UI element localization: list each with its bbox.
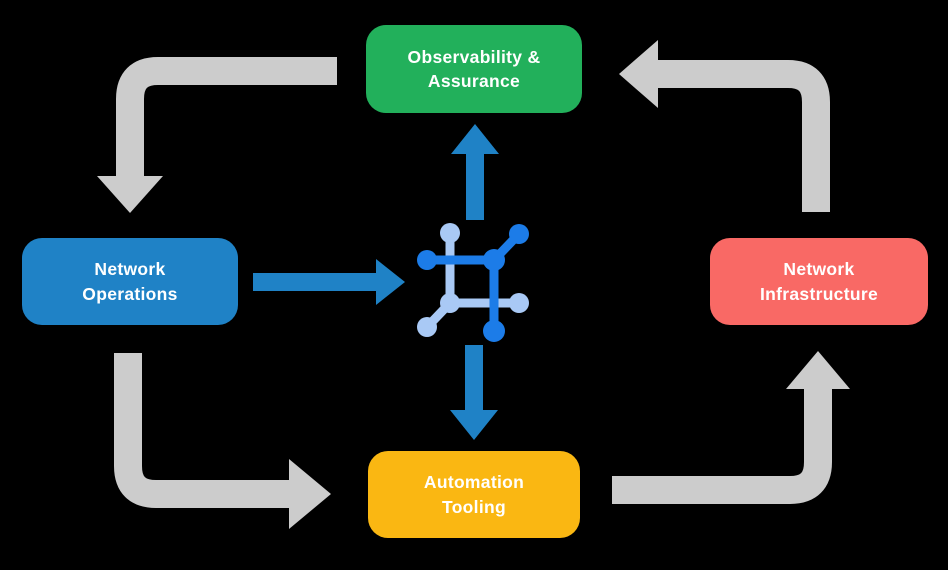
gray-arrow-observability-to-operations — [97, 57, 337, 213]
arrow-shaft — [116, 57, 337, 176]
icon-node-dot — [483, 249, 505, 271]
icon-node-dot — [440, 223, 460, 243]
node-label-line1: Observability & — [407, 46, 541, 67]
node-label-line1: Automation — [423, 472, 525, 492]
node-network-operations: Network Operations — [22, 238, 238, 325]
node-label-line1: Network — [94, 259, 166, 279]
arrow-head-up — [451, 124, 499, 154]
network-automation-icon — [417, 223, 529, 342]
arrow-head-left — [619, 40, 658, 108]
node-label-line2: Tooling — [442, 496, 506, 517]
node-network-infrastructure: Network Infrastructure — [710, 238, 928, 325]
icon-node-dot — [417, 317, 437, 337]
arrow-shaft — [658, 60, 830, 212]
gray-arrow-automation-to-infrastructure — [612, 351, 850, 504]
gray-arrow-infrastructure-to-observability — [619, 40, 830, 212]
blue-arrow-operations-to-center — [253, 259, 405, 305]
icon-node-dot — [440, 293, 460, 313]
gray-arrow-operations-to-automation — [114, 353, 331, 529]
arrow-head-down — [97, 176, 163, 213]
arrow-shaft — [114, 353, 289, 508]
node-label-line2: Assurance — [427, 71, 521, 91]
icon-node-dot — [483, 320, 505, 342]
node-label-line2: Operations — [82, 283, 178, 304]
arrow-head-right — [376, 259, 405, 305]
arrow-head-down — [450, 410, 498, 440]
blue-arrow-center-to-automation — [450, 345, 498, 440]
icon-node-dot — [509, 224, 529, 244]
arrow-head-up — [786, 351, 850, 389]
node-automation-tooling: Automation Tooling — [368, 451, 580, 538]
node-label-line1: Network — [783, 259, 855, 279]
arrow-head-right — [289, 459, 331, 529]
icon-node-dot — [509, 293, 529, 313]
blue-arrow-center-to-observability — [451, 124, 499, 220]
node-observability-assurance: Observability & Assurance — [366, 25, 582, 113]
arrow-shaft — [612, 389, 832, 504]
icon-node-dot — [417, 250, 437, 270]
node-label-line2: Infrastructure — [760, 283, 878, 304]
